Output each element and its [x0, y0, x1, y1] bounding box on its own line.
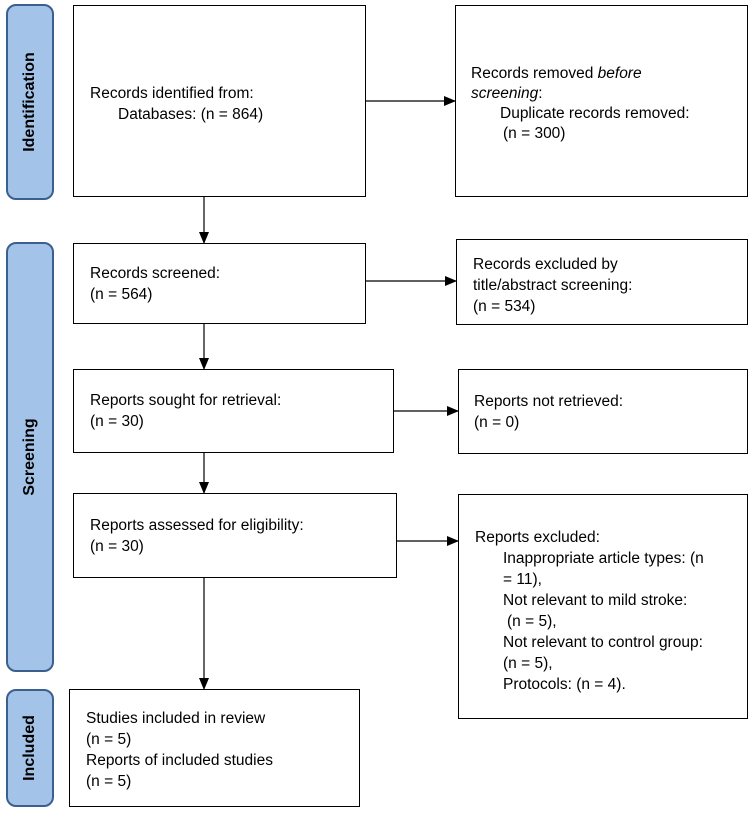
studies-included-label: Studies included in review — [86, 710, 266, 727]
excluded-protocols: Protocols: (n = 4). — [503, 676, 626, 693]
box-records-identified: Records identified from: Databases: (n =… — [73, 5, 366, 197]
records-removed-heading: Records removed before — [471, 65, 642, 82]
studies-included-count: (n = 5) — [86, 731, 132, 748]
box-records-removed: Records removed before screening: Duplic… — [455, 5, 748, 197]
box-studies-included: Studies included in review (n = 5) Repor… — [69, 689, 360, 807]
excluded-control-group: Not relevant to control group: — [503, 634, 703, 651]
reports-excluded-heading: Reports excluded: — [475, 529, 600, 546]
records-excluded-label: Records excluded by — [473, 256, 618, 273]
reports-sought-count: (n = 30) — [90, 413, 144, 430]
records-screened-label: Records screened: — [90, 265, 221, 282]
box-reports-sought: Reports sought for retrieval: (n = 30) — [73, 369, 394, 453]
reports-assessed-label: Reports assessed for eligibility: — [90, 517, 304, 534]
phase-identification: Identification — [6, 4, 54, 200]
excluded-article-types-count: = 11), — [503, 571, 542, 588]
reports-not-retrieved-count: (n = 0) — [474, 414, 520, 431]
records-excluded-reason: title/abstract screening: — [473, 277, 633, 294]
box-records-screened: Records screened: (n = 564) — [73, 243, 366, 324]
phase-screening: Screening — [6, 242, 54, 672]
reports-included-label: Reports of included studies — [86, 752, 273, 769]
box-reports-not-retrieved: Reports not retrieved: (n = 0) — [458, 369, 748, 454]
duplicate-records-label: Duplicate records removed: — [500, 105, 690, 122]
records-removed-heading-cont: screening: — [471, 85, 543, 102]
box-records-excluded: Records excluded by title/abstract scree… — [456, 239, 748, 325]
excluded-mild-stroke: Not relevant to mild stroke: — [503, 592, 688, 609]
reports-included-count: (n = 5) — [86, 773, 132, 790]
reports-assessed-count: (n = 30) — [90, 538, 144, 555]
records-screened-count: (n = 564) — [90, 286, 153, 303]
excluded-article-types: Inappropriate article types: (n — [503, 550, 704, 567]
duplicate-records-count: (n = 300) — [503, 125, 566, 142]
reports-not-retrieved-label: Reports not retrieved: — [474, 393, 624, 410]
databases-count: Databases: (n = 864) — [118, 106, 264, 123]
records-excluded-count: (n = 534) — [473, 298, 536, 315]
excluded-mild-stroke-count: (n = 5), — [507, 613, 557, 630]
phase-included: Included — [6, 689, 54, 807]
box-reports-excluded: Reports excluded: Inappropriate article … — [458, 494, 748, 719]
records-identified-text: Records identified from: — [90, 85, 254, 102]
excluded-control-group-count: (n = 5), — [503, 655, 553, 672]
reports-sought-label: Reports sought for retrieval: — [90, 392, 282, 409]
box-reports-assessed: Reports assessed for eligibility: (n = 3… — [73, 493, 397, 578]
